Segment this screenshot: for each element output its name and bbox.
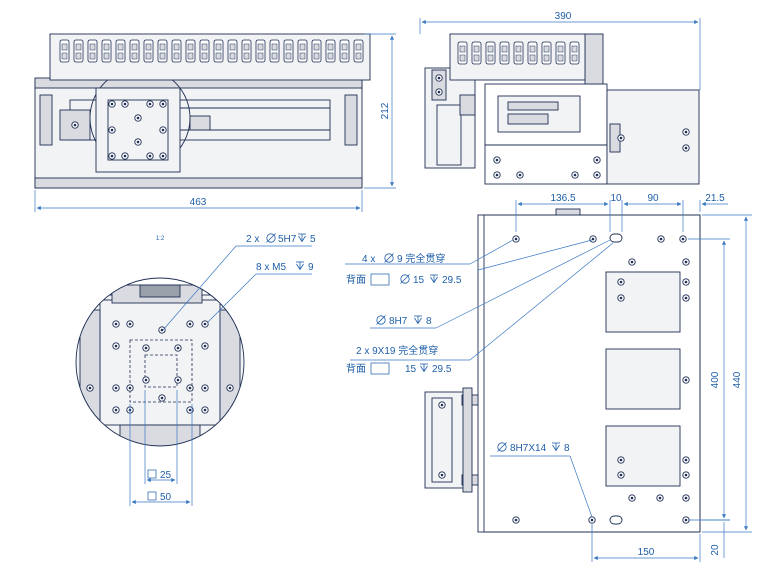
detail-dim-25: 25	[160, 470, 172, 481]
note-depth-29-5-1: 29.5	[442, 275, 462, 286]
plan-pocket-2	[605, 348, 681, 410]
note-8h7x14: 8H7X14	[510, 443, 547, 454]
square-icon	[147, 469, 157, 479]
note-8h7x14-depth: 8	[564, 443, 570, 454]
front-cable-chain	[49, 33, 371, 81]
plan-dim-136-5: 136.5	[550, 193, 575, 204]
note-9-through: 9 完全贯穿	[397, 252, 445, 265]
note-8h7: 8H7	[389, 316, 408, 327]
side-view: 390	[419, 11, 701, 185]
detail-dim-50: 50	[160, 492, 172, 503]
front-right-block	[344, 94, 358, 146]
note-cb-15-2: 15	[405, 364, 417, 375]
front-height-dim: 212	[380, 102, 391, 119]
note-back-side-2: 背面	[346, 362, 366, 375]
detail-note-5h7: 5H7	[278, 234, 297, 245]
detail-ref-mark: 1:2	[156, 236, 165, 242]
plan-notes: 4 x 9 完全贯穿 背面 15 29.5 8H7 8 2 x 9X19 完全贯…	[346, 252, 570, 454]
plan-dim-400: 400	[710, 371, 721, 388]
note-2x-9x19: 2 x 9X19 完全贯穿	[356, 344, 438, 357]
plan-dim-440: 440	[732, 371, 743, 388]
plan-dim-20: 20	[710, 544, 721, 556]
detail-view: 1:2	[75, 233, 316, 506]
note-cb-15-1: 15	[413, 275, 425, 286]
note-4x-label: 4 x	[362, 254, 375, 265]
note-back-side-1: 背面	[346, 273, 366, 286]
front-left-block	[39, 94, 53, 146]
plan-dim-21-5: 21.5	[705, 193, 725, 204]
detail-note-m5-depth: 9	[308, 262, 314, 273]
detail-note-5h7-depth: 5	[310, 234, 316, 245]
plan-dim-150: 150	[638, 547, 655, 558]
plan-pocket-1	[605, 271, 681, 333]
note-8h7-depth: 8	[426, 316, 432, 327]
front-width-dim: 463	[190, 197, 207, 208]
plan-motor-bracket	[424, 391, 468, 489]
plan-pocket-3	[605, 425, 681, 487]
square-icon	[147, 491, 157, 501]
note-depth-29-5-2: 29.5	[432, 364, 452, 375]
front-bottom-rail	[34, 177, 363, 189]
detail-circle-boundary	[75, 277, 245, 447]
detail-note-2x: 2 x	[246, 234, 259, 245]
side-width-dim: 390	[555, 11, 572, 22]
plan-dim-90: 90	[647, 193, 659, 204]
side-chain-links	[457, 41, 580, 65]
front-view: 463 212	[34, 33, 396, 212]
plan-view: 136.5 10 90 21.5 400 440 20 150	[345, 193, 752, 562]
detail-note-8xm5: 8 x M5	[256, 262, 286, 273]
plan-dim-10: 10	[610, 193, 622, 204]
